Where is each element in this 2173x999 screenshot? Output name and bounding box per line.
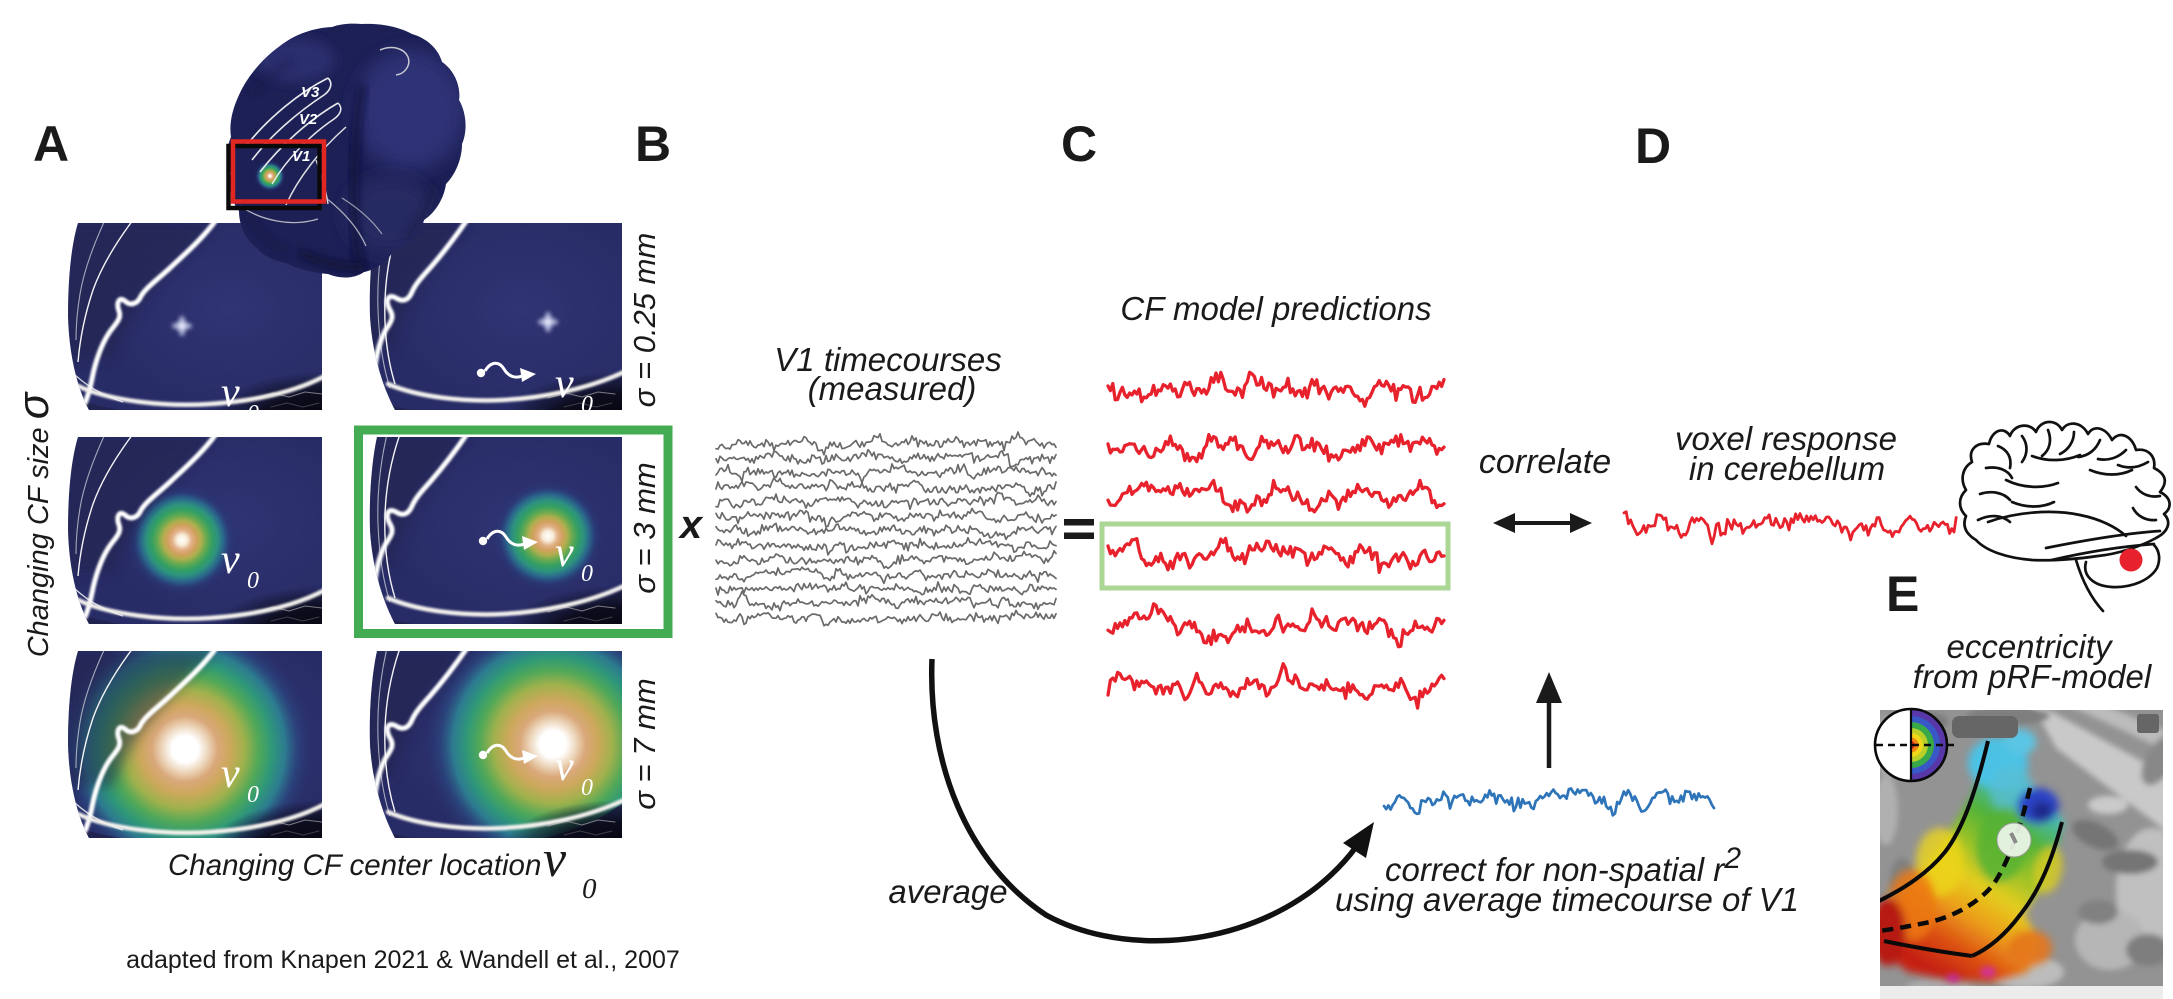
svg-text:from pRF-model: from pRF-model	[1913, 658, 2153, 695]
svg-text:0: 0	[581, 775, 593, 801]
svg-text:adapted from Knapen 2021 & Wan: adapted from Knapen 2021 & Wandell et al…	[126, 946, 680, 974]
svg-text:V3: V3	[301, 84, 320, 101]
svg-text:v: v	[543, 831, 567, 888]
svg-text:A: A	[33, 116, 69, 172]
svg-text:using average timecourse of V1: using average timecourse of V1	[1335, 881, 1799, 918]
svg-text:V2: V2	[299, 111, 318, 128]
svg-text:correlate: correlate	[1479, 443, 1611, 481]
svg-text:E: E	[1886, 566, 1919, 622]
svg-text:B: B	[635, 116, 671, 172]
svg-text:v: v	[555, 744, 574, 790]
svg-text:D: D	[1635, 118, 1671, 174]
svg-text:v: v	[221, 537, 240, 583]
svg-text:(measured): (measured)	[808, 370, 977, 407]
svg-text:0: 0	[581, 392, 593, 418]
svg-text:in cerebellum: in cerebellum	[1689, 450, 1885, 487]
svg-text:σ = 3 mm: σ = 3 mm	[627, 462, 662, 594]
svg-text:Changing CF size σ: Changing CF size σ	[9, 391, 58, 657]
svg-text:0: 0	[582, 873, 597, 905]
svg-text:V1: V1	[292, 148, 310, 165]
svg-text:Changing CF center location: Changing CF center location	[168, 849, 541, 882]
svg-text:CF model predictions: CF model predictions	[1120, 290, 1431, 327]
svg-text:v: v	[221, 751, 240, 797]
svg-text:C: C	[1061, 116, 1097, 172]
svg-text:σ = 7 mm: σ = 7 mm	[627, 678, 662, 810]
svg-text:v: v	[221, 370, 240, 416]
svg-text:v: v	[555, 530, 574, 576]
svg-text:V1 timecourses: V1 timecourses	[774, 341, 1001, 378]
svg-text:average: average	[888, 873, 1007, 910]
svg-text:v: v	[555, 361, 574, 407]
svg-text:0: 0	[247, 568, 259, 594]
svg-text:voxel response: voxel response	[1675, 420, 1897, 457]
svg-text:0: 0	[247, 401, 259, 427]
svg-text:x: x	[678, 503, 704, 547]
svg-text:eccentricity: eccentricity	[1946, 628, 2114, 665]
svg-text:0: 0	[581, 561, 593, 587]
svg-text:0: 0	[247, 782, 259, 808]
svg-text:σ = 0.25 mm: σ = 0.25 mm	[627, 233, 662, 408]
